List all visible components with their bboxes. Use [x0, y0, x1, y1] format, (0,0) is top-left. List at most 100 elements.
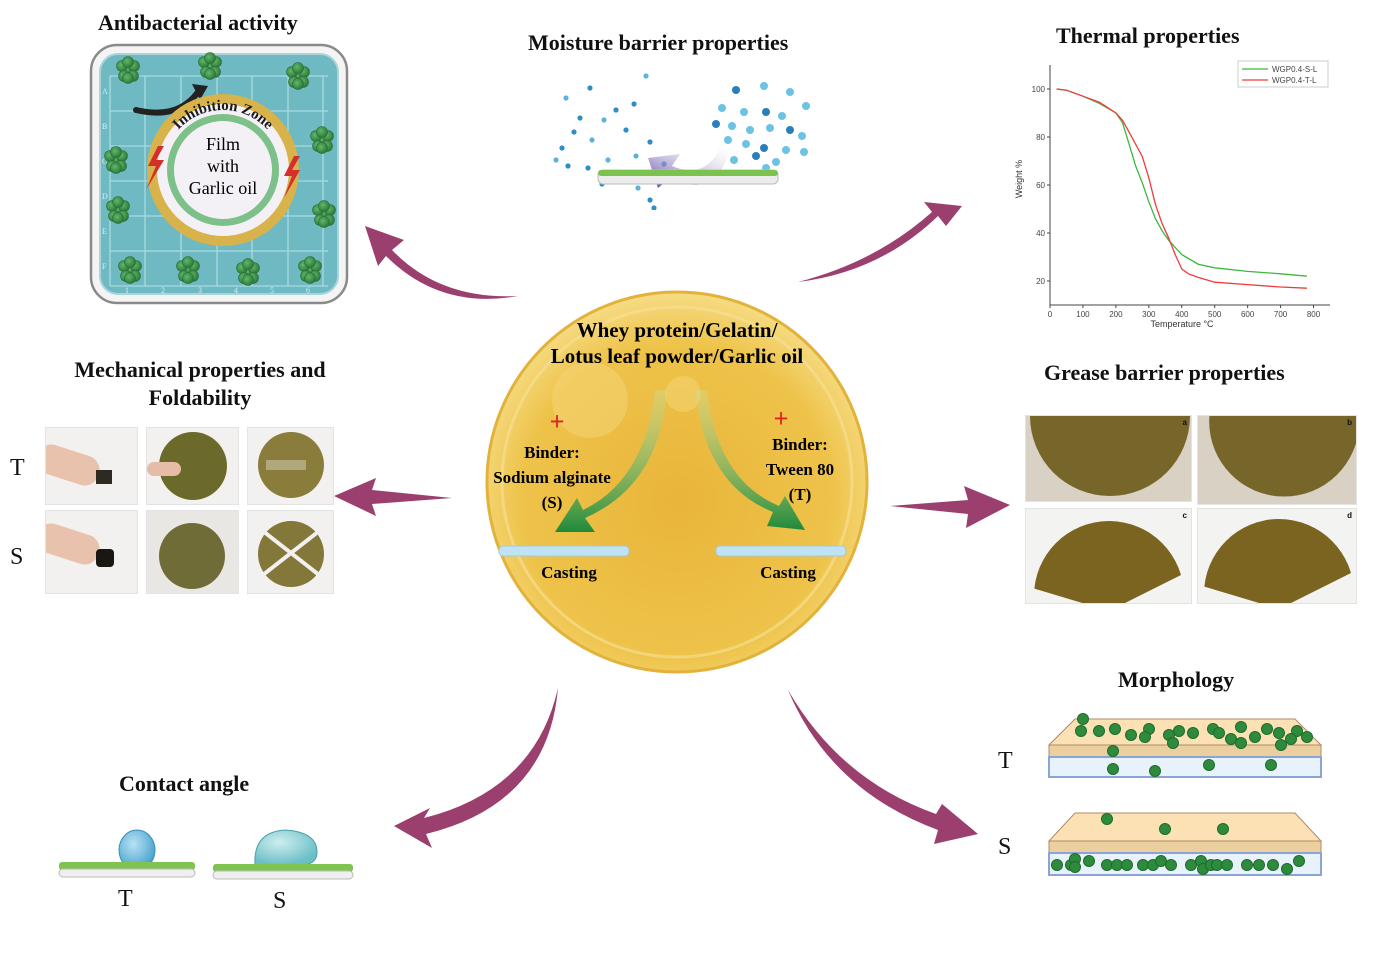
water-droplet-icon [746, 126, 754, 134]
grid-row-label: B [102, 122, 107, 131]
right-binder-line3: (T) [789, 485, 812, 504]
lotus-particle-icon [1275, 739, 1287, 751]
contact-angle-title: Contact angle [119, 771, 250, 796]
water-droplet-icon [760, 144, 768, 152]
moisture-illustration [553, 73, 810, 210]
water-droplet-icon [742, 140, 750, 148]
left-binder-line1: Binder: [524, 443, 580, 462]
lotus-particle-icon [1149, 765, 1161, 777]
water-droplet-icon [585, 165, 591, 171]
water-droplet-icon [772, 158, 780, 166]
dish-t [58, 868, 196, 878]
tga-xlabel: Temperature °C [1150, 319, 1214, 329]
water-droplet-icon [728, 122, 736, 130]
morphology-title: Morphology [1118, 667, 1235, 692]
water-droplet-icon [553, 157, 559, 163]
bacteria-colony-icon [286, 62, 310, 90]
tga-x-tick-label: 100 [1076, 310, 1090, 319]
thermal-title: Thermal properties [1056, 23, 1240, 48]
water-droplet-icon [601, 117, 607, 123]
lotus-particle-icon [1077, 713, 1089, 725]
tga-x-tick-label: 800 [1307, 310, 1321, 319]
mechanical-title: Mechanical properties and Foldability [45, 356, 355, 412]
right-binder-line1: Binder: [772, 435, 828, 454]
casting-label-left: Casting [541, 563, 597, 582]
lotus-particle-icon [1069, 861, 1081, 873]
moisture-film-layer [598, 170, 778, 176]
lotus-particle-icon [1121, 859, 1133, 871]
grease-photo-label-d: d [1347, 511, 1352, 520]
left-binder-line2: Sodium alginate [493, 468, 611, 487]
lotus-particle-icon [1075, 725, 1087, 737]
center-sphere: Whey protein/Gelatin/ Lotus leaf powder/… [485, 290, 869, 674]
film-label-line3: Garlic oil [189, 178, 257, 198]
water-droplet-icon [631, 101, 637, 107]
bacteria-colony-icon [106, 196, 130, 224]
lotus-particle-icon [1093, 725, 1105, 737]
arrow-to-antibacterial-icon [365, 226, 518, 299]
tga-series-WGP0.4-S-L [1056, 88, 1307, 277]
lotus-particle-icon [1165, 859, 1177, 871]
lotus-particle-icon [1211, 859, 1223, 871]
water-droplet-icon [589, 137, 595, 143]
water-droplet-icon [587, 85, 593, 91]
water-droplet-icon [782, 146, 790, 154]
water-droplet-icon [565, 163, 571, 169]
water-droplet-icon [800, 148, 808, 156]
contact-label-t: T [118, 886, 133, 912]
arrow-to-mechanical-icon [334, 478, 452, 516]
lotus-particle-icon [1293, 855, 1305, 867]
grease-title: Grease barrier properties [1044, 360, 1285, 385]
water-droplet-icon [605, 157, 611, 163]
grid-col-label: 5 [270, 286, 274, 295]
lotus-particle-icon [1173, 725, 1185, 737]
tga-ylabel: Weight % [1014, 160, 1024, 198]
lotus-particle-icon [1137, 859, 1149, 871]
grid-row-label: A [102, 87, 108, 96]
lotus-particle-icon [1253, 859, 1265, 871]
casting-dish-left [498, 545, 630, 557]
antibacterial-title: Antibacterial activity [98, 10, 298, 35]
water-droplet-icon [571, 129, 577, 135]
center-title-line1: Whey protein/Gelatin/ [577, 318, 779, 342]
water-droplet-icon [647, 197, 653, 203]
lotus-particle-icon [1235, 737, 1247, 749]
grease-photo-c: c [1025, 508, 1192, 604]
water-droplet-icon [786, 88, 794, 96]
lotus-particle-icon [1167, 737, 1179, 749]
lotus-particle-icon [1125, 729, 1137, 741]
grid-row-label: D [102, 192, 108, 201]
migration-arrow-icon [133, 89, 201, 116]
lotus-particle-icon [1139, 731, 1151, 743]
dish-grid-labels: A B C D E F 1 2 3 4 5 6 [102, 87, 310, 295]
bacteria-colony-icon [118, 256, 142, 284]
water-droplet-icon [623, 127, 629, 133]
lotus-particle-icon [1267, 859, 1279, 871]
lightning-right-icon [284, 156, 300, 198]
sphere-highlight [552, 362, 628, 438]
grid-col-label: 3 [198, 286, 202, 295]
lotus-particle-icon [1203, 759, 1215, 771]
lotus-particle-icon [1301, 731, 1313, 743]
lotus-particle-icon [1217, 823, 1229, 835]
arrow-to-contact-angle-icon [394, 688, 558, 848]
photo-s-cracked-disc [247, 510, 334, 594]
water-droplet-icon [798, 132, 806, 140]
bacteria-colony-icon [116, 56, 140, 84]
migration-arrowhead-icon [192, 84, 208, 100]
film-label-line1: Film [206, 134, 240, 154]
contact-label-s: S [273, 888, 287, 914]
tga-legend-label: WGP0.4-S-L [1272, 65, 1318, 74]
morph-s-mid-layer [1048, 840, 1322, 854]
lotus-particle-icon [1109, 723, 1121, 735]
water-droplet-icon [752, 152, 760, 160]
dish-s [212, 870, 354, 880]
lotus-particle-icon [1265, 759, 1277, 771]
lotus-particle-icon [1101, 859, 1113, 871]
lotus-particle-icon [1083, 855, 1095, 867]
grease-photo-d: d [1197, 508, 1357, 604]
plus-left-icon: + [550, 407, 565, 436]
tga-y-tick-label: 40 [1036, 229, 1045, 238]
lotus-particle-icon [1101, 813, 1113, 825]
